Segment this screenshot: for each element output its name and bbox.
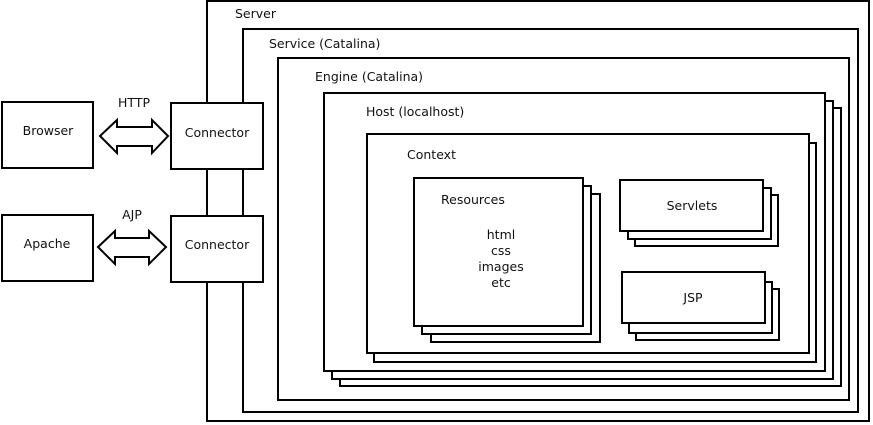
engine-label: Engine (Catalina)	[315, 69, 423, 84]
browser-label: Browser	[23, 123, 75, 138]
resources-component: Resources html css images etc	[413, 177, 601, 343]
servlets-label: Servlets	[667, 198, 718, 213]
http-connector-box	[170, 102, 264, 170]
servlets-component: Servlets	[619, 179, 779, 247]
resources-item: html	[487, 227, 515, 242]
resources-item: images	[478, 259, 523, 274]
ajp-connector-label: Connector	[185, 237, 250, 252]
apache-label: Apache	[24, 236, 71, 251]
http-connector-label: Connector	[185, 125, 250, 140]
host-label: Host (localhost)	[366, 104, 464, 119]
ajp-link: AJP	[96, 207, 168, 267]
resources-box	[413, 177, 584, 327]
ajp-connector-box	[170, 215, 264, 283]
ajp-protocol-label: AJP	[122, 207, 142, 222]
jsp-component: JSP	[621, 271, 780, 341]
server-label: Server	[235, 6, 277, 21]
double-arrow-icon	[98, 117, 170, 156]
resources-label: Resources	[441, 192, 505, 207]
resources-item: css	[491, 243, 511, 258]
browser-box	[1, 101, 94, 169]
resources-item: etc	[491, 275, 511, 290]
ajp-connector: Connector	[170, 215, 264, 283]
browser-client: Browser	[1, 101, 94, 169]
http-link: HTTP	[98, 95, 170, 156]
service-label: Service (Catalina)	[269, 36, 380, 51]
servlets-box	[619, 179, 764, 232]
context-label: Context	[407, 147, 456, 162]
apache-box	[1, 214, 94, 282]
http-protocol-label: HTTP	[118, 95, 150, 110]
jsp-box	[621, 271, 766, 324]
apache-client: Apache	[1, 214, 94, 282]
double-arrow-icon	[96, 228, 168, 267]
http-connector: Connector	[170, 102, 264, 170]
jsp-label: JSP	[682, 290, 703, 305]
